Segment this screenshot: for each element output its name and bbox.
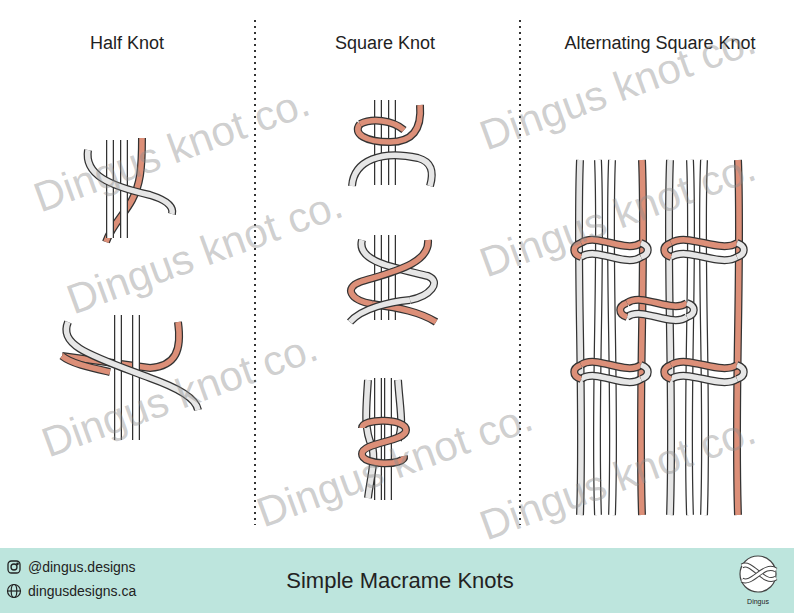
icon-frame: [8, 561, 20, 573]
cord-outline: [641, 243, 648, 257]
cord: [351, 240, 428, 304]
cord: [581, 362, 641, 368]
cord: [574, 365, 581, 379]
cord-outline: [687, 303, 694, 317]
cord-outline: [62, 356, 110, 372]
cord-outline: [620, 303, 627, 317]
cord: [620, 303, 627, 317]
social-handle: @dingus.designs: [28, 559, 136, 575]
instagram-icon: [8, 561, 20, 573]
cord-outline: [737, 365, 744, 379]
cord-outline: [581, 376, 641, 382]
column-heading: Half Knot: [90, 33, 164, 54]
cord: [664, 365, 671, 379]
icon-dot: [17, 563, 18, 564]
logo: [740, 556, 776, 592]
footer-title: Simple Macrame Knots: [286, 568, 513, 594]
cord: [737, 365, 744, 379]
cord-outline: [737, 243, 744, 257]
cord: [687, 303, 694, 317]
cord-outline: [627, 314, 687, 320]
cord: [737, 160, 739, 515]
cord: [358, 105, 421, 142]
cord-outline: [671, 376, 737, 382]
globe-equator: [8, 590, 21, 591]
cord-outline: [352, 155, 432, 186]
cord: [360, 121, 404, 130]
cord: [671, 376, 737, 382]
watermark: Dingus knot co.: [61, 180, 349, 324]
cord: [581, 376, 641, 382]
cord: [641, 243, 648, 257]
cord: [737, 243, 744, 257]
logo-text: Dingus: [747, 598, 769, 605]
cord-outline: [671, 254, 737, 260]
watermark: Dingus knot co.: [474, 143, 762, 287]
cord-outline: [641, 365, 648, 379]
cord: [627, 314, 687, 320]
cord: [398, 380, 401, 440]
globe-outline: [8, 585, 21, 598]
cord: [671, 362, 737, 368]
cord: [581, 254, 641, 260]
cord-outline: [627, 300, 687, 306]
cord-outline: [671, 240, 737, 246]
cord-outline: [664, 365, 671, 379]
cord-outline: [350, 300, 410, 322]
globe-icon: [8, 585, 21, 598]
cord-outline: [737, 160, 739, 515]
cord: [664, 243, 671, 257]
cord: [627, 300, 687, 306]
cord-outline: [581, 362, 641, 368]
cord-outline: [398, 380, 401, 440]
cord-outline: [664, 243, 671, 257]
logo-cord: [742, 568, 776, 581]
website: dingusdesigns.ca: [28, 583, 136, 599]
cord-outline: [671, 362, 737, 368]
logo-disc: [740, 556, 776, 592]
cord-outline: [360, 121, 404, 130]
cord-outline: [351, 240, 428, 304]
cord: [62, 356, 110, 372]
cord-outline: [581, 254, 641, 260]
cord: [350, 300, 410, 322]
cord-outline: [358, 105, 421, 142]
cord: [671, 240, 737, 246]
cord: [352, 155, 432, 186]
icon-lens: [11, 564, 17, 570]
cord: [671, 254, 737, 260]
cord: [641, 365, 648, 379]
column-heading: Square Knot: [335, 33, 435, 54]
cord-outline: [574, 365, 581, 379]
logo-cord: [742, 568, 776, 581]
